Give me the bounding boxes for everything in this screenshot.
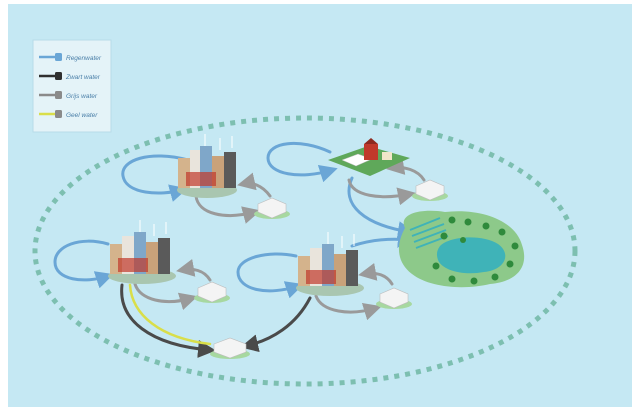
diagram-background bbox=[8, 4, 632, 407]
grey-unit-to-city-1 bbox=[237, 172, 272, 198]
treatment-unit-1 bbox=[254, 197, 290, 219]
grey-unit-to-farm bbox=[386, 157, 426, 182]
legend-item-rain: Regenwater bbox=[39, 53, 102, 62]
legend-box bbox=[32, 39, 112, 133]
wind-turbine-icon bbox=[204, 134, 233, 150]
treatment-unit-3 bbox=[194, 281, 230, 303]
legend-label-yellow: Geel water bbox=[66, 112, 98, 119]
wind-turbine-icon bbox=[139, 220, 167, 236]
trees bbox=[432, 216, 519, 285]
city-cluster-3 bbox=[296, 232, 364, 296]
rain-loop-city-3 bbox=[236, 252, 304, 299]
blackwater-flows bbox=[120, 283, 312, 358]
black-city-3-to-plant bbox=[240, 296, 312, 353]
legend-label-rain: Regenwater bbox=[66, 55, 102, 62]
rainwater-flows bbox=[53, 141, 416, 299]
grey-farm-to-unit bbox=[347, 178, 416, 206]
central-treatment-plant bbox=[210, 337, 250, 359]
tap-icon bbox=[55, 110, 62, 118]
water-channels bbox=[409, 217, 449, 249]
rain-farm-to-park bbox=[347, 176, 416, 240]
yellow-city-2-to-plant bbox=[128, 283, 212, 346]
wind-turbine-icon bbox=[327, 232, 355, 248]
rain-loop-city-1 bbox=[121, 154, 190, 202]
pond bbox=[436, 237, 506, 274]
legend-item-grey: Grijs water bbox=[39, 91, 98, 100]
legend: Regenwater Zwart water Grijs water Geel … bbox=[32, 39, 112, 133]
rain-loop-city-2 bbox=[53, 239, 114, 289]
district-boundary bbox=[32, 115, 578, 387]
grey-city-1-to-unit bbox=[194, 194, 261, 224]
park-with-pond bbox=[398, 210, 525, 288]
farm-building bbox=[364, 144, 378, 160]
greywater-flows bbox=[133, 157, 426, 321]
treatment-unit-4 bbox=[376, 287, 412, 309]
tap-icon bbox=[55, 72, 62, 80]
tap-icon bbox=[55, 53, 62, 61]
grey-unit-to-city-3 bbox=[358, 263, 394, 286]
city-cluster-1 bbox=[177, 134, 237, 198]
grey-unit-to-city-2 bbox=[176, 259, 212, 282]
grey-city-2-to-unit bbox=[133, 282, 198, 311]
legend-label-grey: Grijs water bbox=[66, 93, 98, 100]
black-city-2-to-plant bbox=[120, 283, 216, 358]
legend-item-yellow: Geel water bbox=[39, 110, 98, 119]
grey-city-3-to-unit bbox=[314, 294, 382, 321]
legend-item-black: Zwart water bbox=[39, 72, 101, 81]
farm bbox=[328, 138, 410, 176]
treatment-unit-2 bbox=[412, 179, 448, 201]
city-cluster-2 bbox=[108, 220, 176, 284]
rain-loop-farm bbox=[266, 141, 338, 183]
tap-icon bbox=[55, 91, 62, 99]
legend-label-black: Zwart water bbox=[65, 74, 101, 81]
